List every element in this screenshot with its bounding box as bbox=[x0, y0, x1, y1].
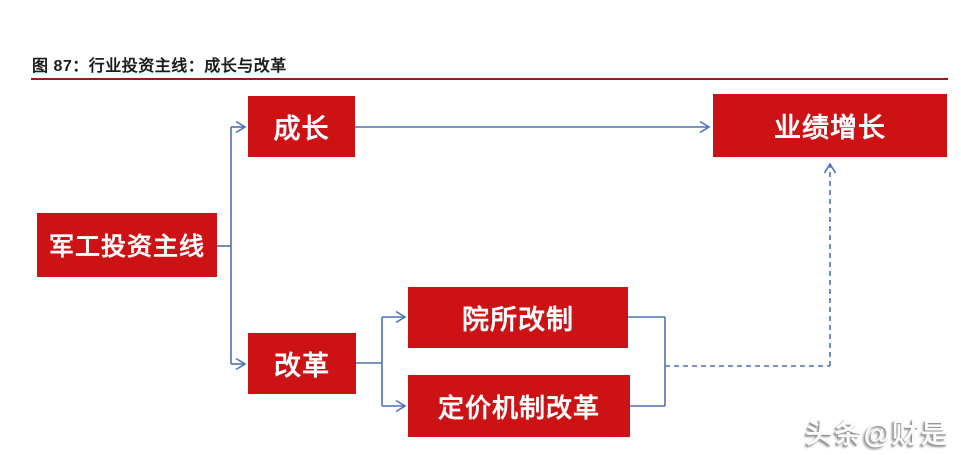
title-underline-rule bbox=[31, 78, 948, 80]
watermark-toutiao-caishi: 头条@财是 bbox=[805, 419, 950, 449]
node-pricing-mechanism-reform: 定价机制改革 bbox=[408, 375, 630, 437]
node-institute-reform: 院所改制 bbox=[408, 287, 628, 348]
figure-title: 图 87：行业投资主线：成长与改革 bbox=[32, 58, 287, 75]
node-growth: 成长 bbox=[248, 96, 355, 157]
node-performance-growth: 业绩增长 bbox=[713, 94, 947, 157]
node-military-investment-mainline: 军工投资主线 bbox=[37, 213, 217, 277]
node-reform: 改革 bbox=[248, 333, 356, 394]
